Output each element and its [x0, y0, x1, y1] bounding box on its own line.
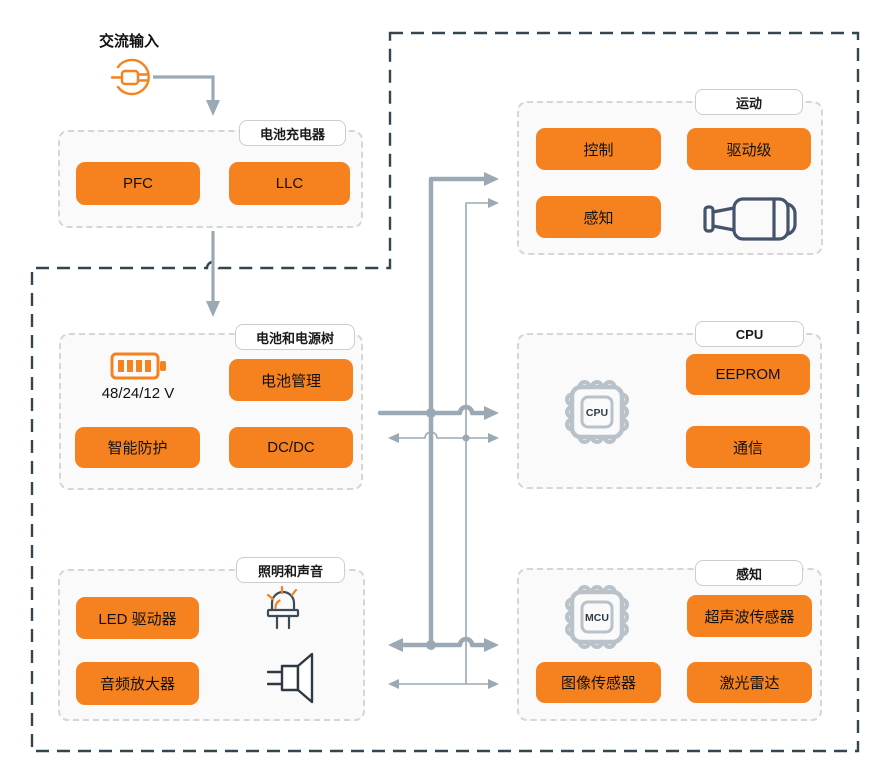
- group-battery-charger: 电池充电器 PFC LLC: [58, 120, 363, 228]
- power-bus-arrowheads: [388, 172, 499, 652]
- group-sensing: 感知 超声波传感器 图像传感器 激光雷达: [517, 560, 822, 721]
- motor-icon: [703, 197, 797, 241]
- group-label-lighting-sound: 照明和声音: [236, 557, 345, 583]
- battery-icon: [110, 352, 166, 380]
- group-label-battery-power-tree: 电池和电源树: [235, 324, 355, 350]
- group-label-motion: 运动: [695, 89, 803, 115]
- ac-to-charger-arrow: [153, 75, 220, 116]
- signal-bus-arrowheads: [388, 198, 499, 689]
- group-label-battery-charger: 电池充电器: [239, 120, 346, 146]
- group-motion: 运动 控制 驱动级 感知: [517, 89, 823, 255]
- signal-bus-lines: [399, 202, 488, 685]
- block-lidar[interactable]: 激光雷达: [687, 662, 812, 703]
- group-label-sensing: 感知: [695, 560, 803, 586]
- block-communication[interactable]: 通信: [686, 426, 810, 468]
- group-battery-power-tree: 电池和电源树 48/24/12 V 电池管理 智能防护 DC/DC: [59, 324, 363, 490]
- led-icon: [266, 585, 300, 630]
- block-llc[interactable]: LLC: [229, 162, 350, 205]
- block-dcdc[interactable]: DC/DC: [229, 427, 353, 468]
- block-eeprom[interactable]: EEPROM: [686, 354, 810, 395]
- charger-to-battery-arrow: [206, 231, 220, 317]
- group-label-cpu: CPU: [695, 321, 804, 347]
- block-image-sensor[interactable]: 图像传感器: [536, 662, 661, 703]
- ac-input-label: 交流输入: [99, 33, 160, 50]
- group-cpu: CPU EEPROM 通信: [517, 321, 822, 489]
- cpu-chip-icon: CPU: [565, 380, 629, 444]
- system-boundary-outline: [30, 31, 860, 753]
- group-lighting-sound: 照明和声音 LED 驱动器 音频放大器: [58, 557, 365, 721]
- ac-plug-icon: [110, 58, 150, 96]
- speaker-icon: [267, 652, 314, 704]
- block-battery-management[interactable]: 电池管理: [229, 359, 353, 401]
- block-smart-protection[interactable]: 智能防护: [75, 427, 200, 468]
- block-audio-amplifier[interactable]: 音频放大器: [76, 662, 199, 705]
- block-ultrasonic-sensor[interactable]: 超声波传感器: [687, 595, 812, 637]
- cpu-chip-label: CPU: [586, 407, 608, 419]
- block-led-driver[interactable]: LED 驱动器: [76, 597, 199, 639]
- block-control[interactable]: 控制: [536, 128, 661, 170]
- block-motion-sensing[interactable]: 感知: [536, 196, 661, 238]
- mcu-chip-label: MCU: [585, 612, 609, 624]
- block-drive-stage[interactable]: 驱动级: [687, 128, 811, 170]
- mcu-chip-icon: MCU: [565, 585, 629, 649]
- block-pfc[interactable]: PFC: [76, 162, 200, 205]
- battery-voltage-label: 48/24/12 V: [101, 384, 175, 402]
